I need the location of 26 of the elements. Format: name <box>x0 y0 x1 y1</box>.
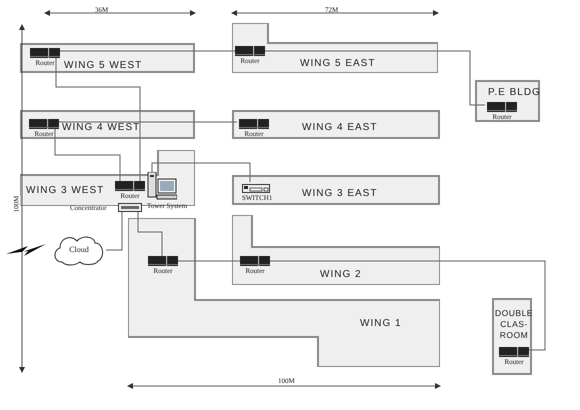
building-label: WING 4 EAST <box>302 122 378 133</box>
network-cable <box>178 260 240 262</box>
building-label: WING 5 EAST <box>300 58 376 69</box>
node-label: Cloud <box>68 245 90 254</box>
network-cable <box>106 212 122 250</box>
building-label: WING 3 WEST <box>26 185 104 196</box>
network-cable <box>56 56 140 182</box>
network-cable <box>264 50 486 106</box>
building-label: WING 4 WEST <box>62 122 140 133</box>
network-cable <box>138 212 162 256</box>
building-outline <box>475 80 540 122</box>
network-cable <box>270 260 546 350</box>
building-outline <box>232 110 440 139</box>
building-outline <box>492 298 532 375</box>
building-label: WING 2 <box>320 269 362 280</box>
network-cable <box>152 162 250 182</box>
network-cable <box>58 50 236 52</box>
building-label: WING 5 WEST <box>64 60 142 71</box>
building-label: WING 3 EAST <box>302 188 378 199</box>
network-cable <box>54 126 120 182</box>
building-label: P.E BLDG <box>488 87 541 98</box>
building-outline <box>20 43 195 73</box>
building-label: WING 1 <box>360 318 402 329</box>
building-outline <box>20 110 195 139</box>
building-label: DOUBLE CLAS- ROOM <box>494 308 534 341</box>
building-outline <box>232 175 440 205</box>
